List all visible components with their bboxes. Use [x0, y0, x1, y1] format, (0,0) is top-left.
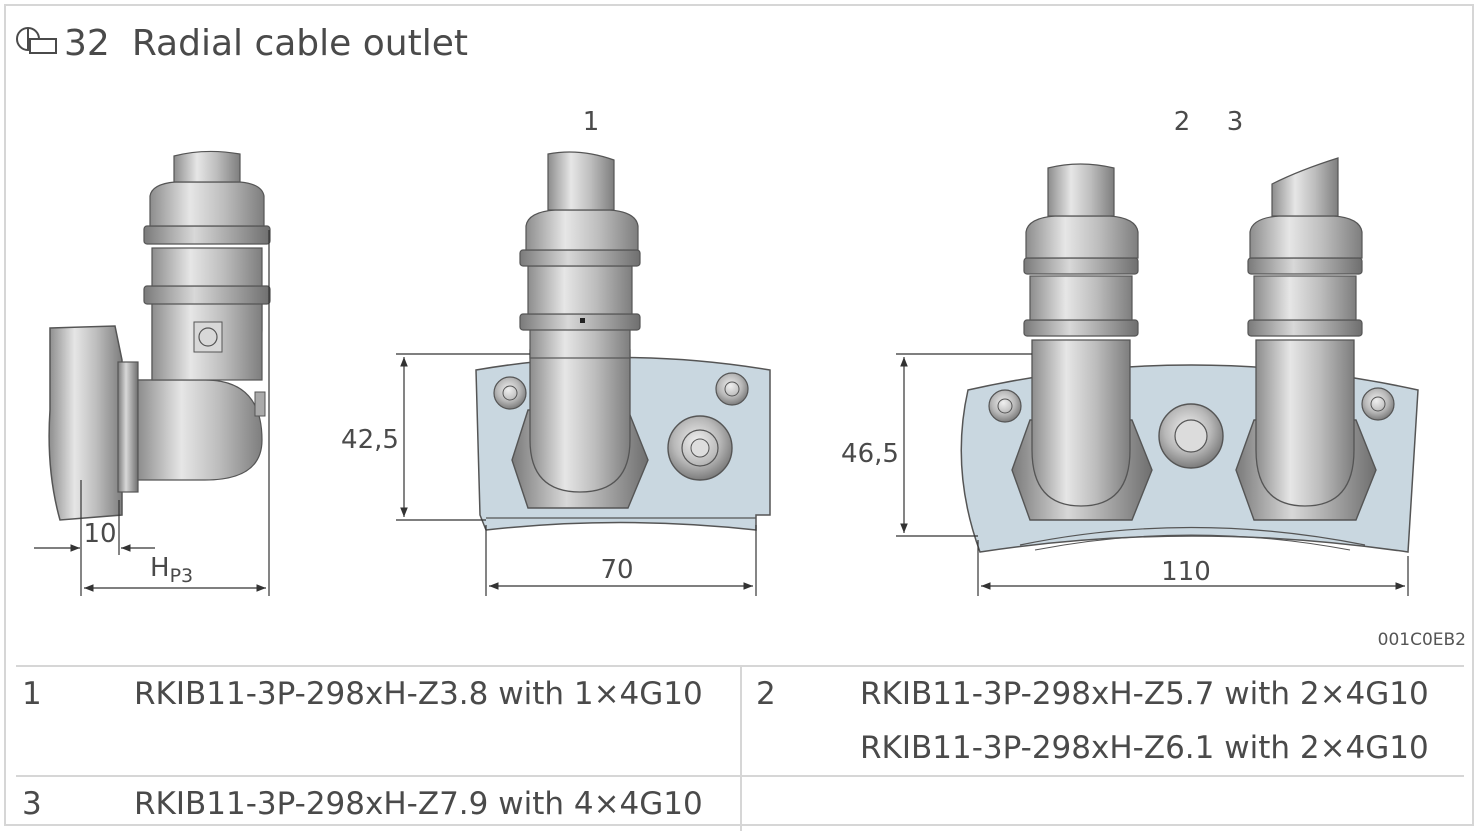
double-outlet-view: 46,5 110 2 3: [841, 107, 1419, 596]
legend-number: 1: [22, 676, 42, 712]
technical-drawing: 10 HP3 42,5 70 1: [34, 107, 1419, 596]
figure-title: 32 Radial cable outlet: [14, 20, 468, 66]
drawing-code: 001C0EB2: [1377, 630, 1466, 650]
legend-row: 1 RKIB11-3P-298xH-Z3.8 with 1×4G10 2 RKI…: [16, 665, 1464, 776]
legend-cell: 3 RKIB11-3P-298xH-Z7.9 with 4×4G10: [16, 775, 742, 831]
legend-number: 2: [756, 676, 776, 712]
dim-single-height: 42,5: [341, 425, 399, 455]
legend-cell-empty: [741, 775, 1464, 831]
dim-side-offset: 10: [83, 519, 116, 549]
dim-side-height: HP3: [150, 553, 193, 587]
callout-2: 2: [1174, 107, 1191, 137]
legend-text: RKIB11-3P-298xH-Z6.1 with 2×4G10: [860, 730, 1429, 766]
figure-number: 32: [64, 22, 110, 64]
legend-table: 1 RKIB11-3P-298xH-Z3.8 with 1×4G10 2 RKI…: [16, 665, 1464, 831]
dim-single-width: 70: [600, 555, 633, 585]
legend-row: 3 RKIB11-3P-298xH-Z7.9 with 4×4G10: [16, 775, 1464, 831]
book-box-icon: [14, 23, 60, 63]
dim-double-height: 46,5: [841, 439, 899, 469]
legend-text: RKIB11-3P-298xH-Z7.9 with 4×4G10: [134, 786, 703, 822]
single-outlet-view: 42,5 70 1: [341, 107, 771, 596]
legend-cell: 2 RKIB11-3P-298xH-Z5.7 with 2×4G10 RKIB1…: [741, 665, 1464, 776]
dim-double-width: 110: [1161, 557, 1211, 587]
figure-heading: Radial cable outlet: [131, 22, 468, 64]
legend-item-3: 3 RKIB11-3P-298xH-Z7.9 with 4×4G10: [16, 777, 740, 831]
callout-1: 1: [583, 107, 600, 137]
legend-number: 3: [22, 786, 42, 822]
legend-text: RKIB11-3P-298xH-Z3.8 with 1×4G10: [134, 676, 703, 712]
side-view: 10 HP3: [34, 150, 271, 596]
legend-item-2: 2 RKIB11-3P-298xH-Z5.7 with 2×4G10: [742, 667, 1464, 721]
callout-3: 3: [1227, 107, 1244, 137]
legend-cell: 1 RKIB11-3P-298xH-Z3.8 with 1×4G10: [16, 665, 742, 776]
legend-text: RKIB11-3P-298xH-Z5.7 with 2×4G10: [860, 676, 1429, 712]
legend-item-2-line-2: RKIB11-3P-298xH-Z6.1 with 2×4G10: [742, 721, 1464, 775]
legend-item-1: 1 RKIB11-3P-298xH-Z3.8 with 1×4G10: [16, 667, 740, 721]
